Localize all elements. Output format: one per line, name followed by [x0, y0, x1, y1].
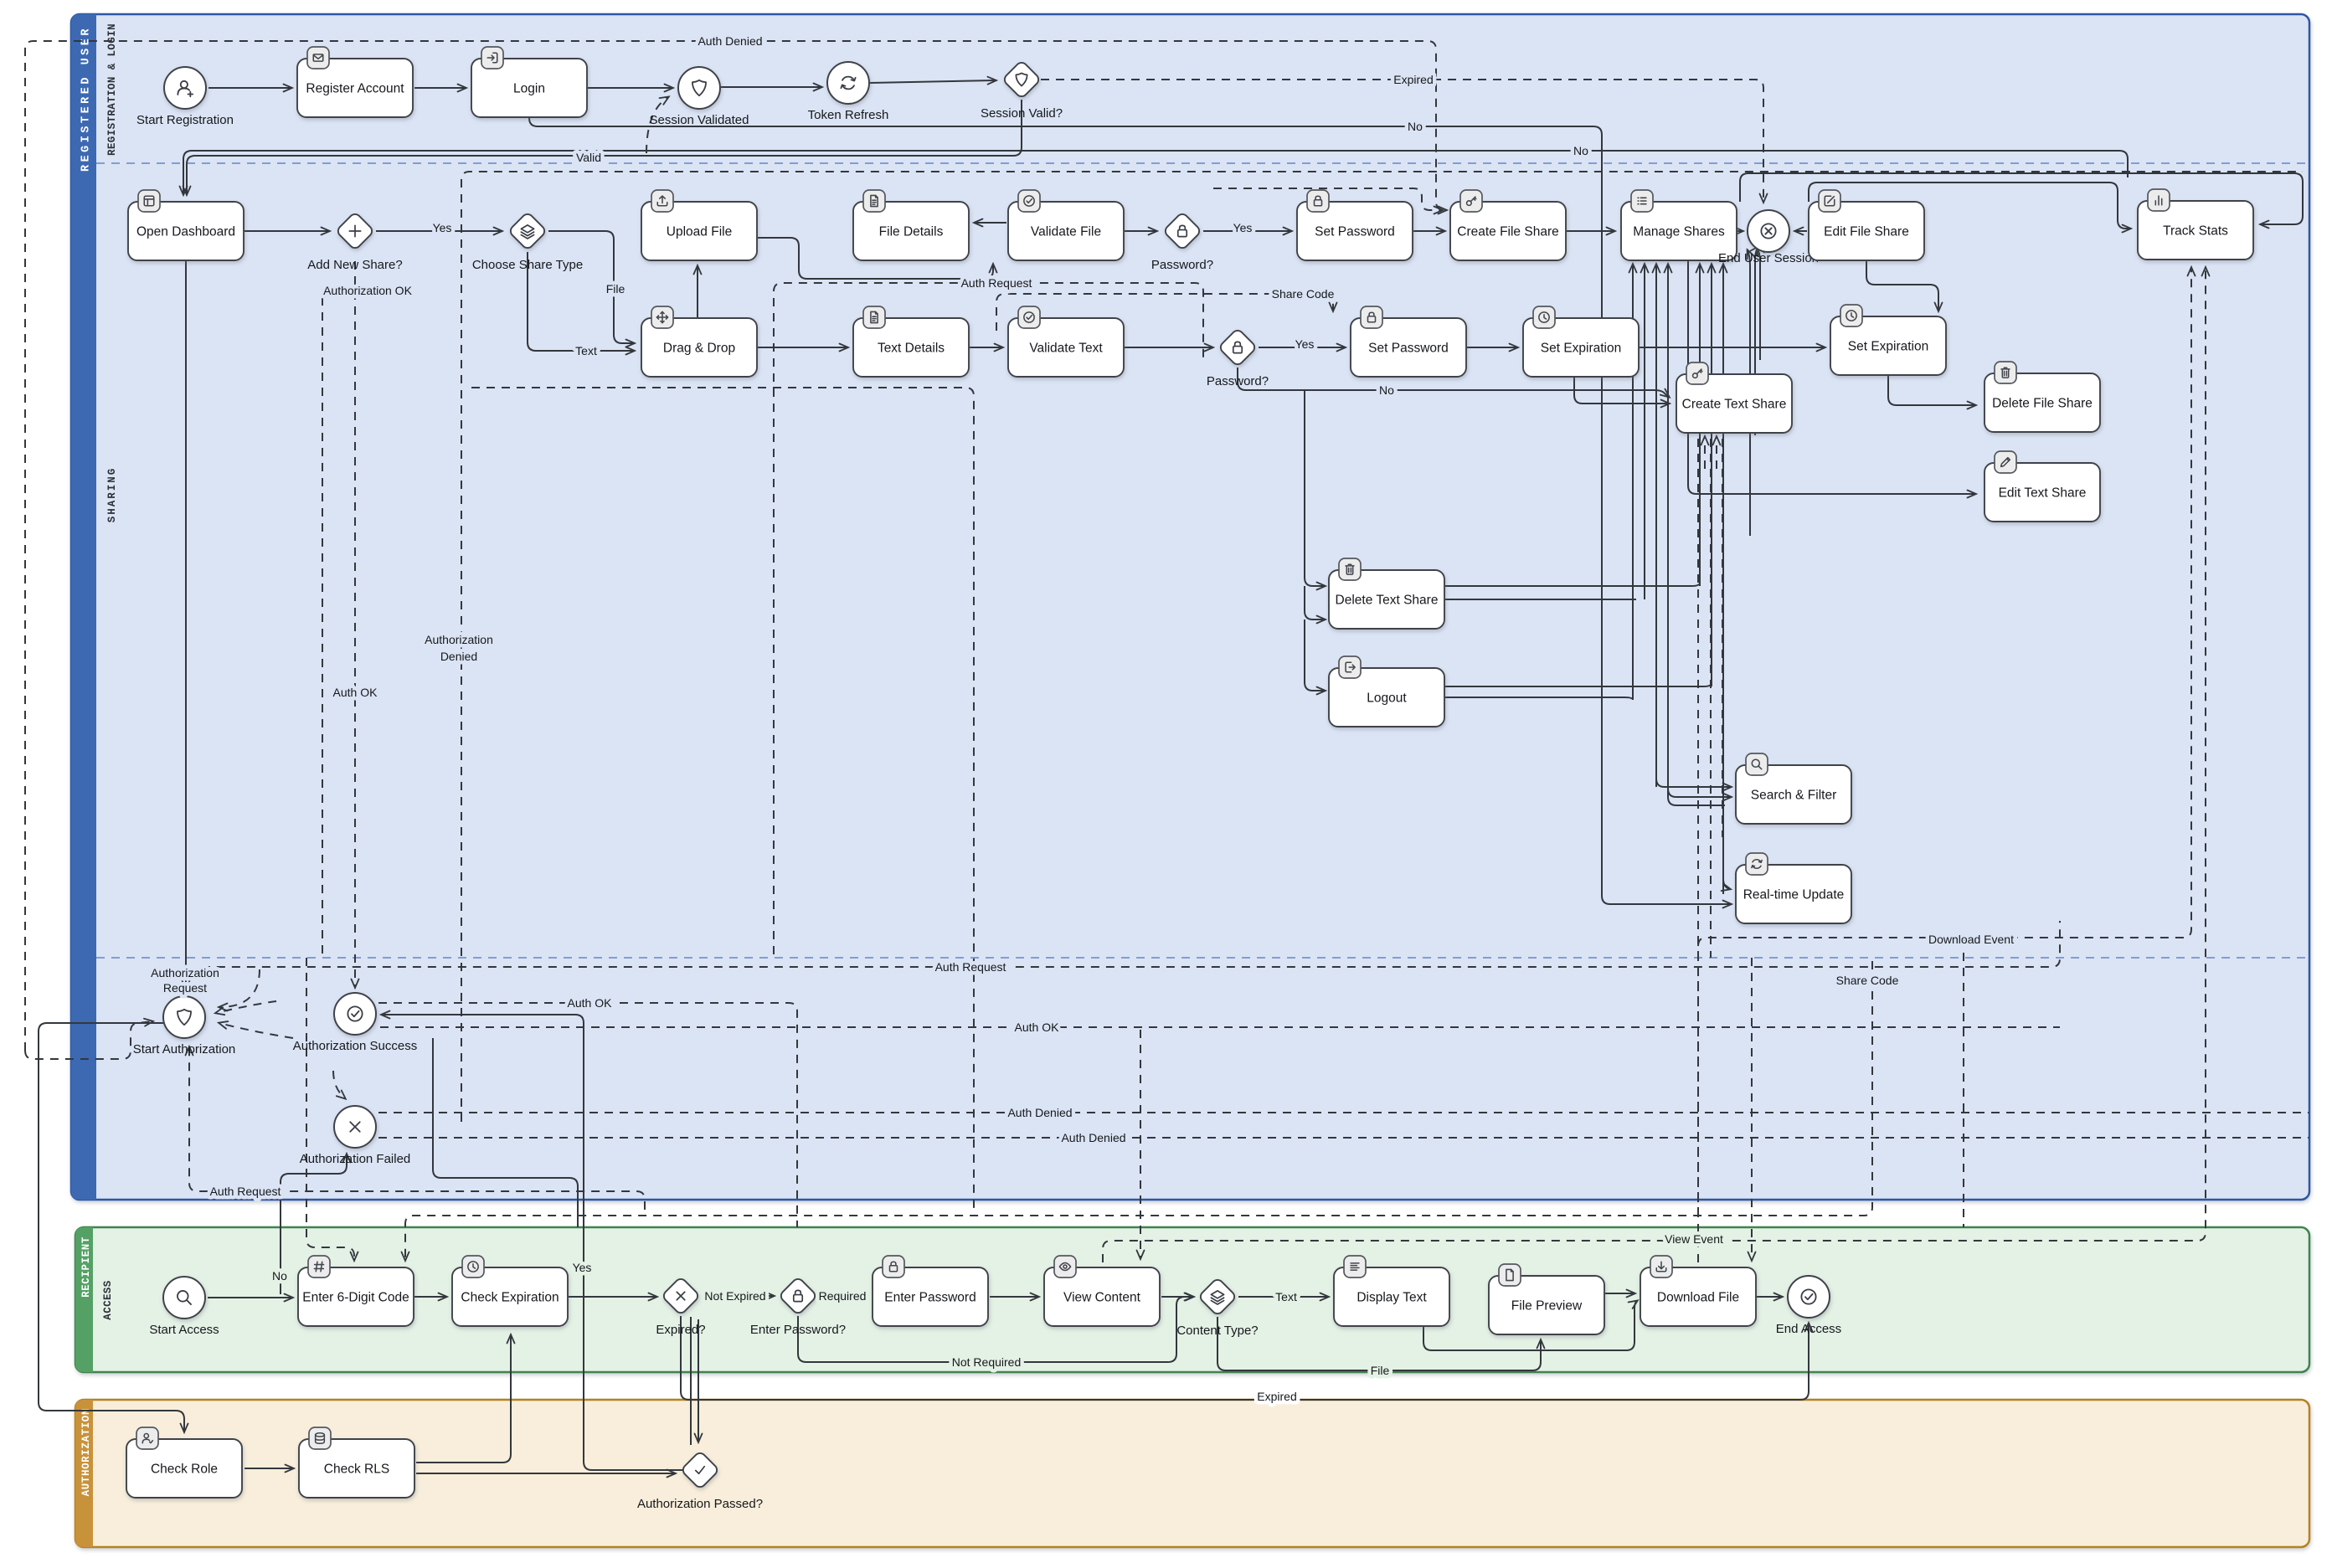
svg-text:Expired: Expired — [1257, 1390, 1296, 1403]
svg-text:Track Stats: Track Stats — [2163, 224, 2228, 239]
svg-text:Request: Request — [163, 981, 207, 995]
svg-text:Validate Text: Validate Text — [1029, 342, 1103, 356]
svg-text:File Details: File Details — [879, 225, 944, 239]
svg-text:RECIPIENT: RECIPIENT — [80, 1236, 92, 1298]
svg-text:Not Expired: Not Expired — [704, 1289, 765, 1303]
svg-text:File: File — [1371, 1364, 1390, 1377]
svg-text:Yes: Yes — [573, 1261, 592, 1274]
svg-text:Drag & Drop: Drag & Drop — [663, 342, 735, 356]
svg-text:Check Expiration: Check Expiration — [461, 1291, 559, 1305]
svg-text:Enter Password?: Enter Password? — [750, 1323, 846, 1337]
svg-text:Token Refresh: Token Refresh — [808, 108, 889, 122]
svg-text:Auth OK: Auth OK — [1015, 1020, 1060, 1034]
svg-text:Validate File: Validate File — [1031, 225, 1101, 239]
svg-text:Auth Request: Auth Request — [935, 960, 1006, 974]
svg-text:Start Access: Start Access — [149, 1323, 219, 1337]
svg-text:File: File — [606, 282, 625, 296]
svg-text:Start Registration: Start Registration — [136, 113, 234, 127]
svg-text:Authorization OK: Authorization OK — [323, 284, 412, 297]
svg-text:Auth Denied: Auth Denied — [698, 34, 762, 48]
svg-text:Enter 6-Digit Code: Enter 6-Digit Code — [302, 1291, 409, 1305]
svg-text:Download Event: Download Event — [1928, 933, 2014, 946]
svg-text:Start Authorization: Start Authorization — [133, 1042, 236, 1056]
svg-text:Session Valid?: Session Valid? — [981, 106, 1063, 121]
svg-text:Search & Filter: Search & Filter — [1751, 789, 1837, 803]
svg-text:Edit File Share: Edit File Share — [1824, 225, 1909, 239]
svg-text:Expired?: Expired? — [656, 1323, 705, 1337]
svg-text:REGISTERED USER: REGISTERED USER — [80, 26, 93, 172]
svg-text:Edit Text Share: Edit Text Share — [1999, 486, 2087, 501]
svg-text:Not Required: Not Required — [952, 1355, 1022, 1369]
svg-text:Share Code: Share Code — [1836, 974, 1899, 987]
svg-text:Real-time Update: Real-time Update — [1743, 888, 1845, 902]
svg-text:REGISTRATION & LOGIN: REGISTRATION & LOGIN — [106, 23, 118, 156]
svg-text:Logout: Logout — [1367, 691, 1407, 706]
svg-text:Choose Share Type: Choose Share Type — [472, 258, 583, 272]
svg-text:Session Validated: Session Validated — [650, 113, 749, 127]
svg-text:Valid: Valid — [576, 151, 601, 164]
svg-text:Authorization Success: Authorization Success — [293, 1039, 417, 1053]
svg-text:Auth Denied: Auth Denied — [1061, 1131, 1125, 1144]
svg-text:Expired: Expired — [1393, 73, 1433, 86]
svg-text:Authorization Failed: Authorization Failed — [300, 1152, 411, 1166]
svg-text:Text: Text — [575, 344, 597, 357]
svg-text:ACCESS: ACCESS — [102, 1280, 114, 1320]
svg-text:Create Text Share: Create Text Share — [1682, 398, 1787, 412]
svg-text:Content Type?: Content Type? — [1176, 1324, 1258, 1338]
svg-text:Delete File Share: Delete File Share — [1992, 397, 2093, 411]
svg-text:Auth Request: Auth Request — [961, 276, 1032, 290]
svg-text:Auth OK: Auth OK — [568, 996, 613, 1010]
svg-text:Text Details: Text Details — [878, 342, 945, 356]
svg-text:Check RLS: Check RLS — [324, 1463, 389, 1477]
svg-text:Open Dashboard: Open Dashboard — [136, 225, 235, 239]
svg-text:Register Account: Register Account — [306, 82, 404, 96]
svg-text:Set Expiration: Set Expiration — [1848, 340, 1929, 354]
svg-text:Auth OK: Auth OK — [333, 686, 378, 699]
svg-text:Text: Text — [1275, 1290, 1297, 1303]
svg-text:End User Session: End User Session — [1718, 251, 1819, 265]
svg-text:Yes: Yes — [1233, 221, 1253, 234]
svg-text:Download File: Download File — [1657, 1291, 1739, 1305]
svg-text:No: No — [272, 1269, 287, 1283]
svg-text:File Preview: File Preview — [1511, 1299, 1583, 1314]
svg-text:Enter Password: Enter Password — [884, 1291, 976, 1305]
svg-text:Create File Share: Create File Share — [1457, 225, 1558, 239]
svg-text:View Event: View Event — [1665, 1232, 1723, 1246]
svg-text:Yes: Yes — [1295, 337, 1315, 351]
svg-text:Upload File: Upload File — [667, 225, 732, 239]
svg-text:Authorization: Authorization — [425, 633, 493, 646]
svg-text:No: No — [1573, 144, 1588, 157]
svg-text:Password?: Password? — [1151, 258, 1213, 272]
svg-text:No: No — [1408, 120, 1423, 133]
svg-text:End Access: End Access — [1776, 1322, 1841, 1336]
svg-text:Set Password: Set Password — [1315, 225, 1395, 239]
svg-text:Denied: Denied — [440, 650, 477, 663]
svg-text:AUTHORIZATION: AUTHORIZATION — [80, 1408, 92, 1496]
svg-text:Set Expiration: Set Expiration — [1541, 342, 1622, 356]
svg-text:Yes: Yes — [433, 221, 452, 234]
svg-text:Login: Login — [513, 82, 545, 96]
svg-text:Add New Share?: Add New Share? — [307, 258, 402, 272]
svg-text:View Content: View Content — [1063, 1291, 1141, 1305]
svg-text:Authorization: Authorization — [151, 966, 219, 979]
svg-text:Set Password: Set Password — [1368, 342, 1449, 356]
svg-text:Delete Text Share: Delete Text Share — [1336, 594, 1439, 608]
svg-text:Auth Request: Auth Request — [210, 1185, 281, 1198]
svg-text:Check Role: Check Role — [151, 1463, 218, 1477]
svg-text:Display Text: Display Text — [1356, 1291, 1427, 1305]
svg-text:Required: Required — [819, 1289, 867, 1303]
svg-text:Auth Denied: Auth Denied — [1007, 1106, 1072, 1119]
svg-text:Authorization Passed?: Authorization Passed? — [637, 1497, 763, 1511]
svg-text:Manage Shares: Manage Shares — [1633, 225, 1725, 239]
svg-text:No: No — [1379, 383, 1394, 397]
svg-text:Share Code: Share Code — [1272, 287, 1335, 301]
svg-text:Password?: Password? — [1207, 374, 1269, 388]
svg-text:SHARING: SHARING — [106, 467, 118, 523]
